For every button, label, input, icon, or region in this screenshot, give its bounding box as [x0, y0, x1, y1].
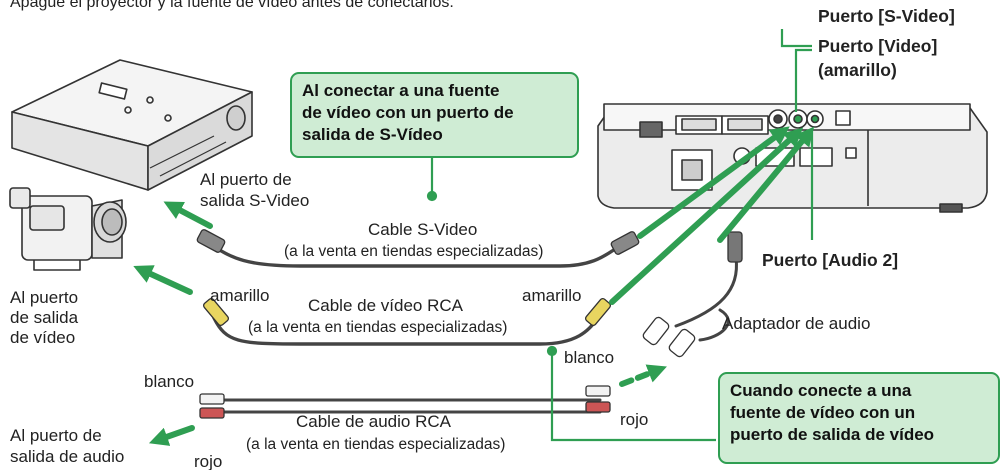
plug-yellow-right: amarillo [522, 286, 582, 305]
rca-video-cable-name: Cable de vídeo RCA [308, 296, 463, 315]
plugs [196, 229, 743, 419]
callout-svideo-source: Al conectar a una fuente de vídeo con un… [290, 72, 579, 158]
camcorder-illustration [9, 187, 127, 271]
vcr-illustration [11, 59, 253, 191]
callout-leaders [426, 29, 814, 442]
rca-audio-cable-name: Cable de audio RCA [296, 412, 451, 431]
svideo-out-label-2: salida S-Video [200, 191, 310, 210]
plug-white-left: blanco [144, 372, 195, 391]
svideo-cable [206, 241, 626, 268]
plug-red-right: rojo [620, 410, 649, 429]
video-out-label-1: Al puerto [10, 288, 79, 307]
audio2-port-label: Puerto [Audio 2] [762, 250, 899, 270]
plug-red-left: rojo [194, 452, 223, 470]
svideo-cable-note: (a la venta en tiendas especializadas) [284, 243, 544, 260]
video-out-label-2: de salida [10, 308, 79, 327]
instruction-text: Apague el proyector y la fuente de vídeo… [10, 0, 454, 11]
video-port-color-label: (amarillo) [818, 60, 897, 80]
video-port-label: Puerto [Video] [818, 36, 938, 56]
plug-white-right: blanco [564, 348, 615, 367]
plug-yellow-left: amarillo [210, 286, 270, 305]
rca-audio-cable-note: (a la venta en tiendas especializadas) [246, 436, 506, 453]
callout-video-source: Cuando conecte a una fuente de vídeo con… [718, 372, 1000, 464]
audio-out-label-1: Al puerto de [10, 426, 102, 445]
direction-arrows [133, 126, 815, 446]
svideo-out-label-1: Al puerto de [200, 170, 292, 189]
rca-video-cable-note: (a la venta en tiendas especializadas) [248, 319, 508, 336]
audio-adapter-wire-2 [698, 308, 730, 342]
projector-illustration [597, 103, 988, 213]
video-out-label-3: de vídeo [10, 328, 76, 347]
rca-video-cable [212, 316, 600, 346]
audio-adapter-wire [674, 256, 738, 328]
audio-out-label-2: salida de audio [10, 447, 125, 466]
cables [206, 241, 738, 414]
audio-adapter-label: Adaptador de audio [722, 314, 871, 333]
svideo-port-label: Puerto [S-Video] [818, 6, 955, 26]
svideo-cable-name: Cable S-Video [368, 220, 478, 239]
